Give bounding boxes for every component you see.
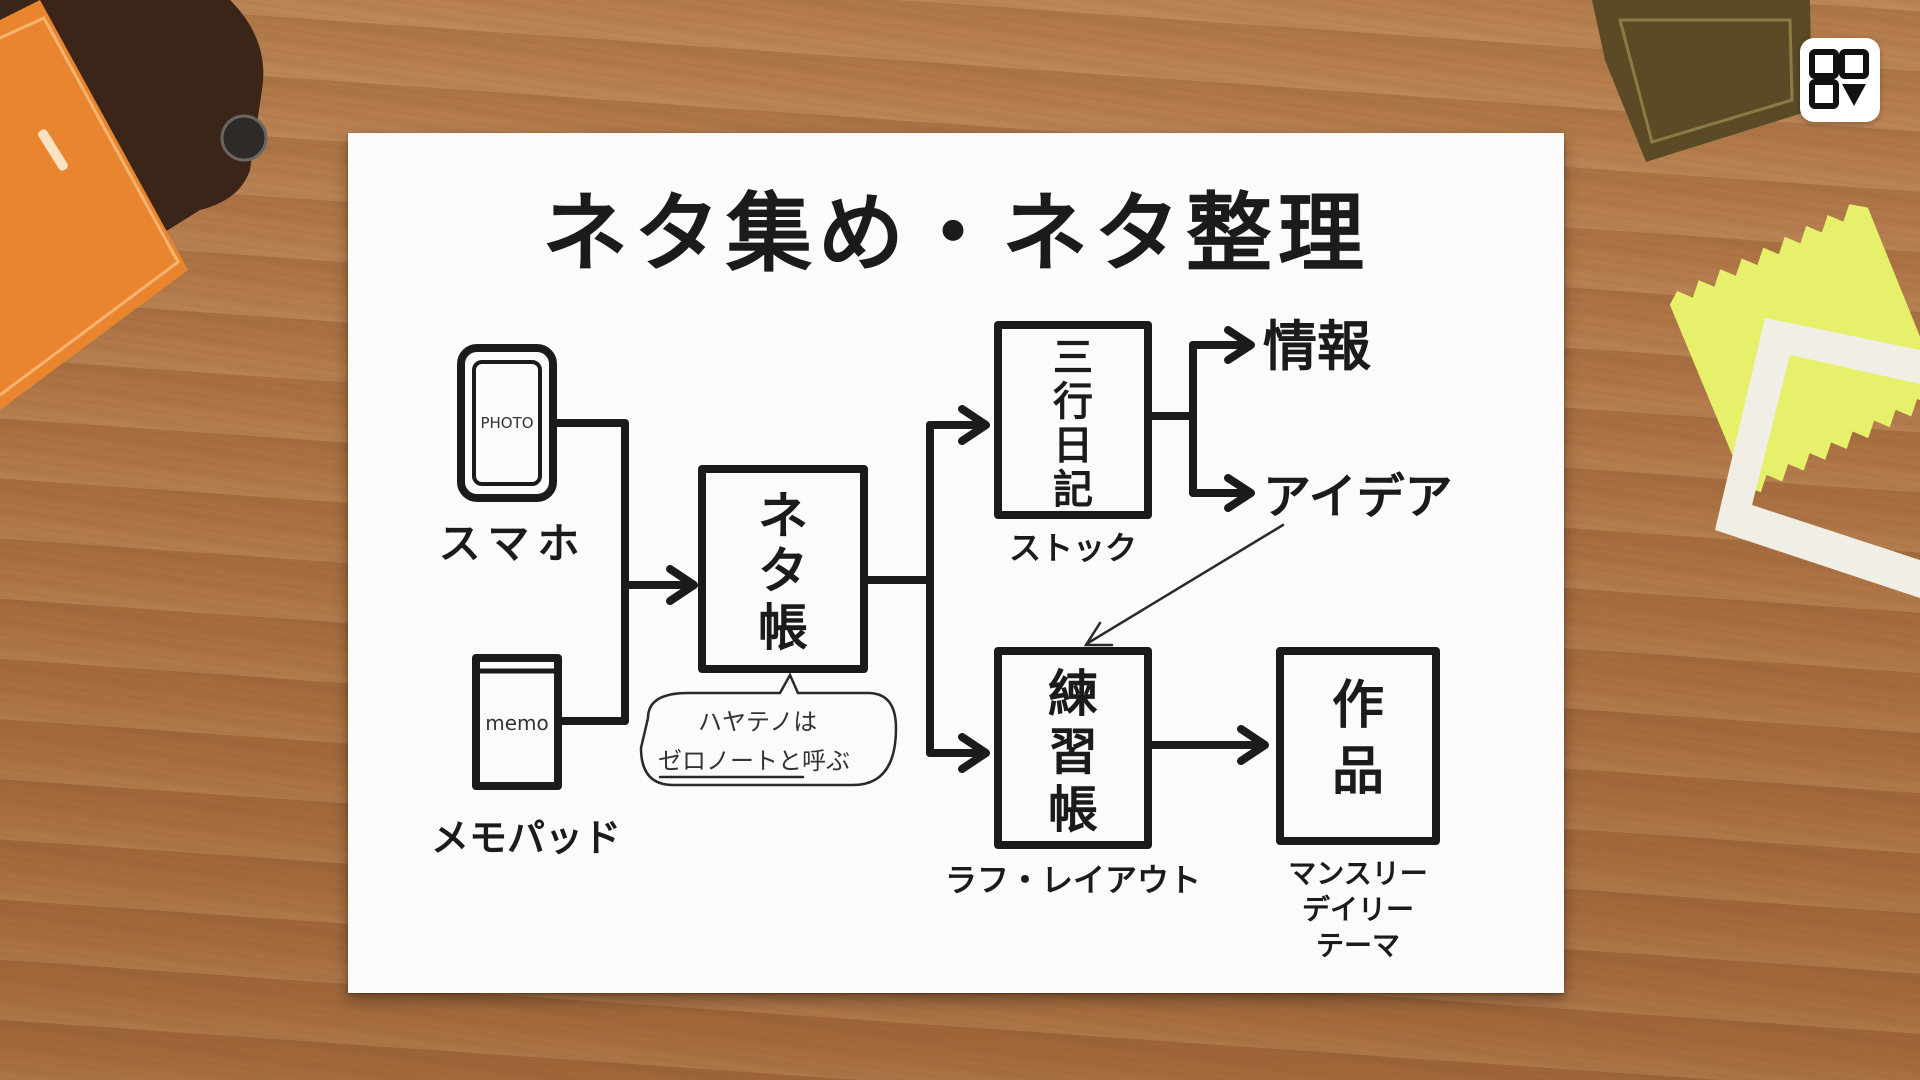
svg-text:帳: 帳 xyxy=(1048,781,1098,839)
brass-tag xyxy=(1592,0,1812,162)
svg-text:デイリー: デイリー xyxy=(1302,893,1414,926)
notebook-button xyxy=(220,114,268,162)
works-types-label: マンスリー デイリー テーマ xyxy=(1288,857,1427,962)
works-label: 作 品 xyxy=(1332,676,1384,802)
flow-diagram: ネタ集め・ネタ整理 PHOTO スマホ memo メモパッド xyxy=(431,184,1453,962)
practice-notebook-label: 練 習 帳 xyxy=(1048,665,1098,839)
practice-to-works-connector xyxy=(1144,725,1269,765)
center-connectors xyxy=(860,405,990,773)
white-card-frame xyxy=(1715,318,1920,598)
svg-text:マンスリー: マンスリー xyxy=(1288,857,1427,890)
svg-text:三: 三 xyxy=(1053,335,1093,381)
svg-text:習: 習 xyxy=(1048,723,1098,781)
svg-text:行: 行 xyxy=(1053,379,1093,425)
idea-to-practice-arrow xyxy=(1083,523,1285,647)
diary-connectors xyxy=(1144,326,1255,512)
diagram-title: ネタ集め・ネタ整理 xyxy=(542,184,1370,284)
svg-text:練: 練 xyxy=(1048,665,1098,723)
three-line-diary-label: 三 行 日 記 xyxy=(1053,335,1093,513)
memo-cover-label: memo xyxy=(485,711,549,735)
svg-text:品: 品 xyxy=(1332,742,1384,802)
neta-notebook-label: ネ タ 帳 xyxy=(758,487,808,657)
svg-text:作: 作 xyxy=(1332,676,1384,736)
zero-note-bubble: ハヤテノは ゼロノートと呼ぶ xyxy=(639,672,898,787)
svg-text:テーマ: テーマ xyxy=(1316,929,1400,962)
phone-screen-label: PHOTO xyxy=(480,414,533,432)
idea-label: アイデア xyxy=(1263,469,1453,525)
orange-notebook xyxy=(0,0,188,410)
rough-layout-label: ラフ・レイアウト xyxy=(945,861,1201,899)
svg-text:ネ: ネ xyxy=(758,487,808,545)
svg-text:記: 記 xyxy=(1053,467,1093,513)
svg-text:帳: 帳 xyxy=(758,599,808,657)
svg-text:日: 日 xyxy=(1053,423,1093,469)
phone-icon: PHOTO xyxy=(457,344,557,502)
channel-logo xyxy=(1800,38,1880,122)
phone-label: スマホ xyxy=(439,519,588,568)
memo-pad-label: メモパッド xyxy=(431,816,621,860)
diagram-paper: ネタ集め・ネタ整理 PHOTO スマホ memo メモパッド xyxy=(348,133,1564,993)
info-label: 情報 xyxy=(1263,315,1371,378)
bubble-line-1: ハヤテノは xyxy=(698,708,817,736)
memo-pad-icon: memo xyxy=(472,654,562,790)
stock-label: ストック xyxy=(1009,529,1137,567)
source-connectors xyxy=(551,419,698,725)
neta-notebook-box xyxy=(698,465,868,673)
works-box xyxy=(1276,647,1440,845)
logo-icon xyxy=(1809,49,1869,109)
bubble-line-2: ゼロノートと呼ぶ xyxy=(658,747,850,775)
svg-text:タ: タ xyxy=(758,542,808,600)
